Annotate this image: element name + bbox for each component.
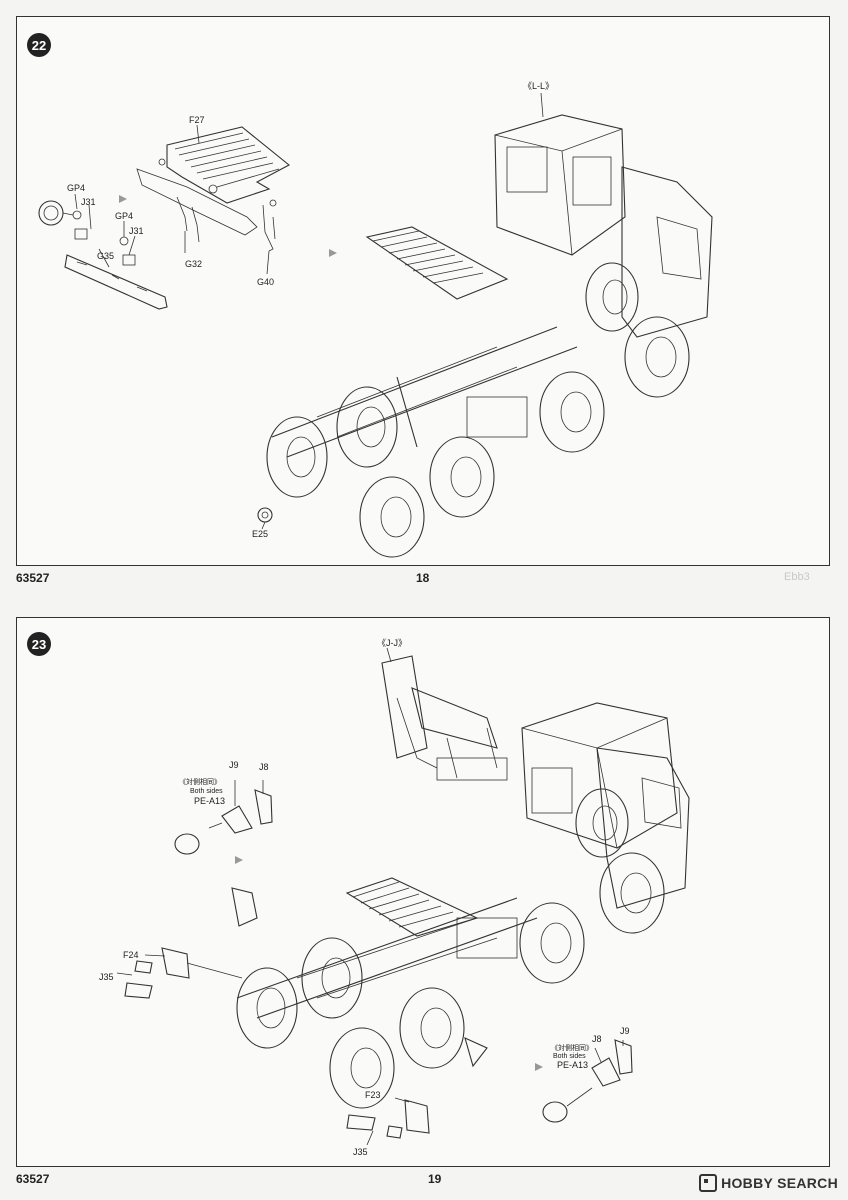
part-gp4-ring <box>38 200 129 246</box>
label-e25: E25 <box>252 529 268 539</box>
mudflap-parts-drawing <box>124 789 633 1139</box>
label-f24: F24 <box>123 950 139 960</box>
catalog-number: 63527 <box>16 1172 50 1186</box>
label-j9: J9 <box>620 1026 630 1036</box>
wheel-icon <box>624 316 690 398</box>
catalog-number: 63527 <box>16 571 50 585</box>
assembly-arrow-icon <box>119 195 127 203</box>
label-j35: J35 <box>353 1147 368 1157</box>
wheel-icon <box>336 386 398 468</box>
label-jj-view: 《J-J》 <box>377 638 407 648</box>
label-pe-a13: PE-A13 <box>557 1060 588 1070</box>
hobby-search-logo-icon <box>699 1174 718 1192</box>
label-both-sides-cn: 《対側相同》 <box>179 777 221 786</box>
assembly-arrow-icon <box>235 856 243 864</box>
label-j31: J31 <box>81 197 96 207</box>
step-frame: 23 <box>16 617 830 1167</box>
truck-body-drawing <box>236 702 690 1109</box>
wheel-icon <box>599 852 665 934</box>
wheel-icon <box>236 967 298 1049</box>
label-j8: J8 <box>259 762 269 772</box>
label-gp4: GP4 <box>67 183 85 193</box>
label-j35: J35 <box>99 972 114 982</box>
step-23-illustration: 《J-J》 J9 J8 《対側相同》 Both sides PE-A13 F24… <box>99 638 690 1157</box>
label-g35: G35 <box>97 251 114 261</box>
label-j9: J9 <box>229 760 239 770</box>
callout-leaders <box>116 647 624 1146</box>
label-g40: G40 <box>257 277 274 287</box>
label-both-sides: Both sides <box>553 1053 586 1060</box>
assembly-arrow-icon <box>535 1063 543 1071</box>
step-22-illustration: F27 GP4 J31 GP4 J31 G35 G32 G40 E25 《L-L… <box>38 81 713 558</box>
label-both-sides-cn: 《対側相同》 <box>551 1043 593 1052</box>
wheel-icon <box>585 262 639 332</box>
wheel-icon <box>359 476 425 558</box>
instruction-page-19: 23 <box>0 600 848 1200</box>
wheel-icon <box>575 788 629 858</box>
wheel-icon <box>429 436 495 518</box>
step-frame: 22 <box>16 16 830 566</box>
crane-assembly-drawing <box>381 655 508 781</box>
label-pe-a13: PE-A13 <box>194 796 225 806</box>
label-j8: J8 <box>592 1034 602 1044</box>
label-both-sides: Both sides <box>190 788 223 795</box>
label-j31: J31 <box>129 226 144 236</box>
label-g32: G32 <box>185 259 202 269</box>
label-ll-view: 《L-L》 <box>523 81 554 91</box>
label-f23: F23 <box>365 1090 381 1100</box>
wheel-icon <box>329 1027 395 1109</box>
label-gp4: GP4 <box>115 211 133 221</box>
step-number-badge: 23 <box>27 632 51 656</box>
wheel-icon <box>519 902 585 984</box>
page-number: 19 <box>428 1172 442 1186</box>
bleed-through-text: Ebb3 <box>784 571 810 583</box>
callout-leaders <box>74 92 544 530</box>
part-g35-bracket <box>64 228 168 310</box>
instruction-page-18: 22 <box>16 16 830 585</box>
page-number: 18 <box>416 571 430 585</box>
assembly-arrow-icon <box>329 249 337 257</box>
hobby-search-watermark: HOBBY SEARCH <box>699 1174 838 1192</box>
watermark-text: HOBBY SEARCH <box>721 1175 838 1191</box>
label-f27: F27 <box>189 115 205 125</box>
truck-chassis-drawing <box>257 114 713 558</box>
wheel-icon <box>266 416 328 498</box>
wheel-icon <box>301 937 363 1019</box>
wheel-icon <box>539 371 605 453</box>
step-number-badge: 22 <box>27 33 51 57</box>
wheel-icon <box>399 987 465 1069</box>
part-f27-floor-plate <box>136 126 290 252</box>
